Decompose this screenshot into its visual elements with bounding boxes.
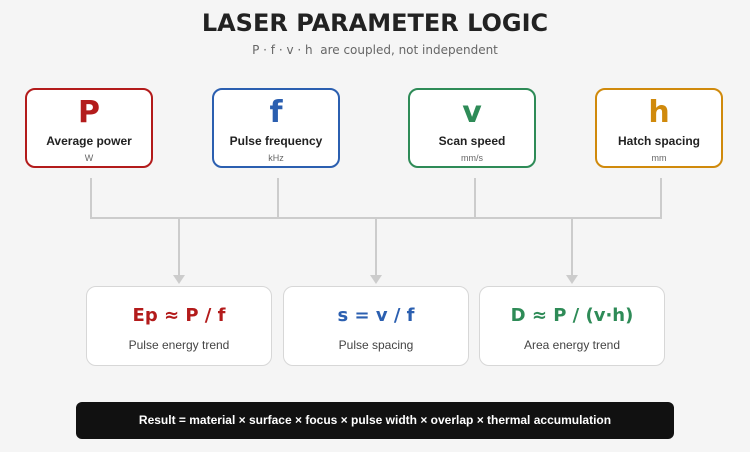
summary-bar: Result = material × surface × focus × pu… [76,402,674,439]
param-unit: kHz [268,153,284,163]
result-card-pulse-energy: Ep ≈ P / f Pulse energy trend [86,286,272,366]
param-symbol: h [648,95,670,130]
param-name: Hatch spacing [617,134,701,148]
param-card-speed: v Scan speed mm/s [408,88,536,168]
param-card-power: P Average power W [25,88,153,168]
result-formula: s = v / f [337,305,415,326]
param-symbol: P [78,95,100,130]
arrow-head-3 [566,275,578,284]
arrow-head-1 [173,275,185,284]
result-caption: Area energy trend [523,338,621,352]
param-card-frequency: f Pulse frequency kHz [212,88,340,168]
result-caption: Pulse energy trend [128,338,230,352]
result-card-area-energy: D ≈ P / (v·h) Area energy trend [479,286,665,366]
param-card-hatch: h Hatch spacing mm [595,88,723,168]
result-formula: D ≈ P / (v·h) [510,305,634,326]
page-title: LASER PARAMETER LOGIC [201,9,549,37]
param-symbol: f [269,95,283,130]
param-unit: mm [651,153,667,163]
result-formula: Ep ≈ P / f [132,305,226,326]
param-unit: mm/s [461,153,483,163]
param-symbol: v [462,95,482,130]
param-name: Average power [46,134,132,148]
page-subtitle: P · f · v · h are coupled, not independe… [252,43,498,57]
param-name: Scan speed [438,134,506,148]
param-name: Pulse frequency [229,134,323,148]
result-card-pulse-spacing: s = v / f Pulse spacing [283,286,469,366]
param-unit: W [84,153,94,163]
arrow-head-2 [370,275,382,284]
result-caption: Pulse spacing [338,338,414,352]
